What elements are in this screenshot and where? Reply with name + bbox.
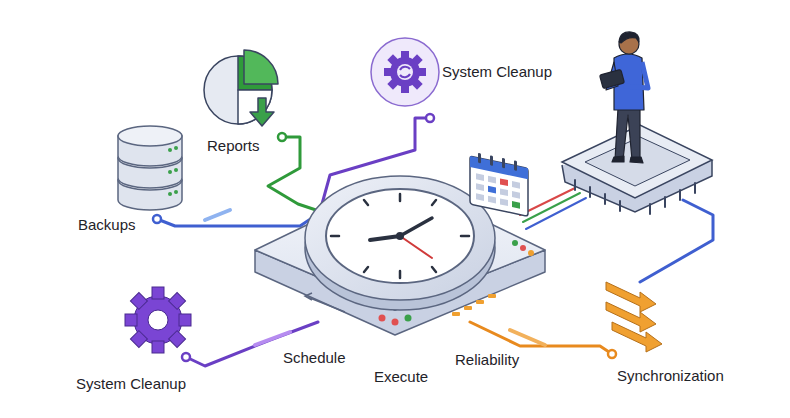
icon-caption: System Cleanup (74, 375, 188, 393)
icon-caption: Reports (205, 137, 262, 155)
step-label: Execute (372, 368, 430, 386)
icon-caption: Synchronization (615, 367, 726, 385)
icon-caption: System Cleanup (440, 63, 554, 81)
step-label: Reliability (453, 351, 521, 369)
icon-caption: Backups (76, 216, 138, 234)
step-label: Schedule (281, 349, 348, 367)
